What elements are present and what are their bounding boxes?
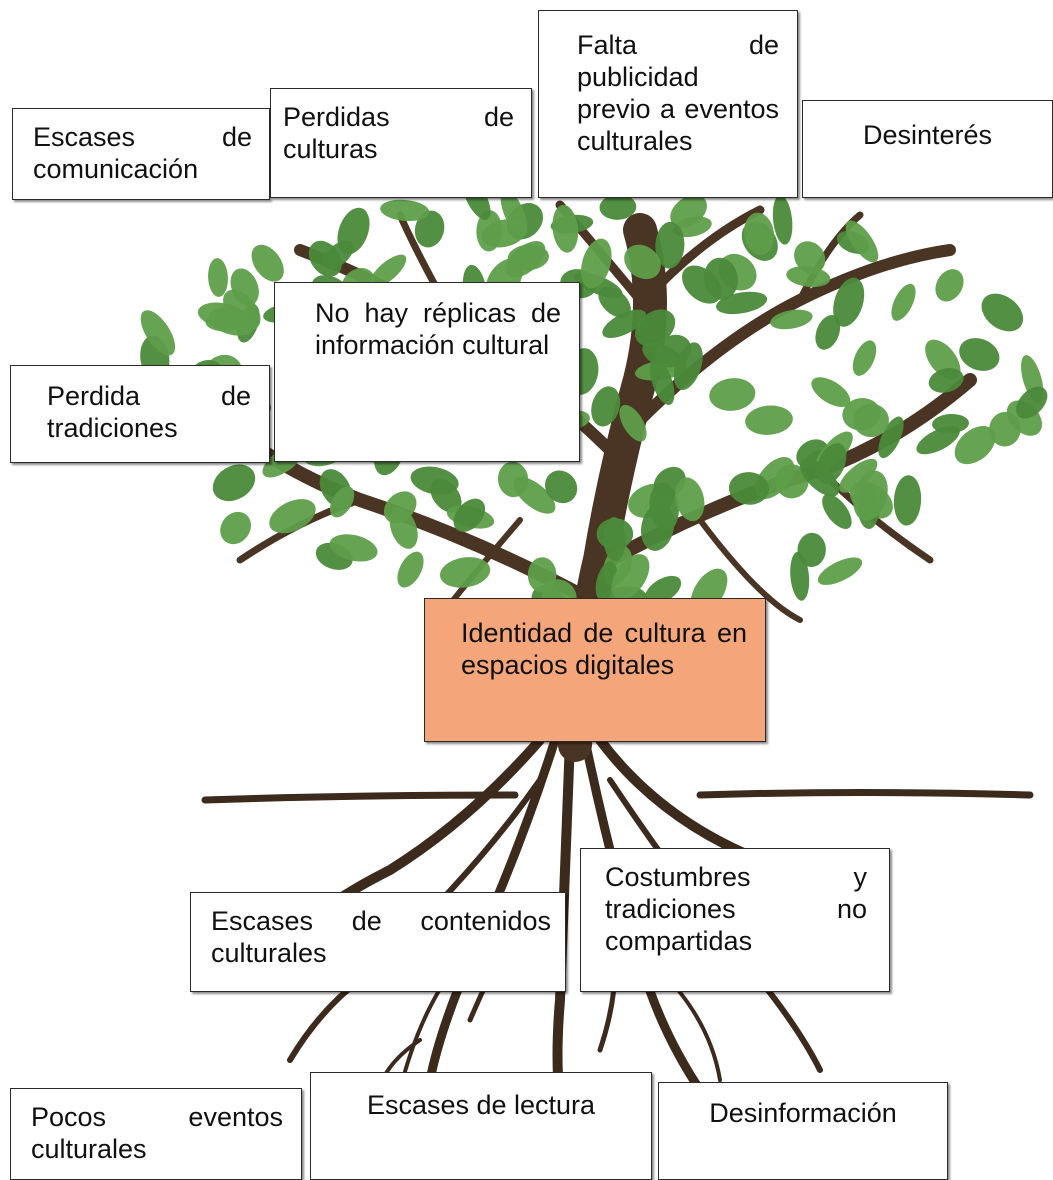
leaf xyxy=(839,458,878,493)
leaf xyxy=(981,293,1024,332)
root-box-escases-lectura: Escases de lectura xyxy=(310,1072,652,1180)
leaf xyxy=(220,511,251,545)
leaf xyxy=(230,268,259,306)
leaf xyxy=(329,486,355,518)
root-label: Costumbres y tradiciones no compartidas xyxy=(605,862,867,956)
leaf xyxy=(337,207,370,255)
leaf xyxy=(440,557,491,588)
leaf xyxy=(380,199,430,222)
leaf xyxy=(811,377,851,407)
leaf xyxy=(591,386,621,427)
leaf xyxy=(772,195,793,245)
leaf xyxy=(674,477,705,522)
root-label: Escases de lectura xyxy=(366,1090,596,1120)
leaf xyxy=(842,398,881,431)
leaf xyxy=(670,194,707,228)
leaf xyxy=(655,221,685,269)
leaf xyxy=(916,426,960,455)
leaf xyxy=(815,315,841,350)
leaf xyxy=(581,238,612,289)
leaf xyxy=(935,269,964,302)
leaf xyxy=(816,443,847,485)
branch-label: Perdidas de culturas xyxy=(283,102,514,164)
leaf xyxy=(624,244,661,280)
leaf xyxy=(410,466,459,495)
leaf xyxy=(790,551,810,601)
leaf xyxy=(794,241,826,274)
root-label: Escases de contenidos culturales xyxy=(211,906,551,968)
leaf xyxy=(649,482,679,532)
leaf xyxy=(599,194,637,220)
root-box-desinformacion: Desinformación xyxy=(658,1082,948,1180)
leaf xyxy=(369,254,407,288)
leaf xyxy=(506,241,546,278)
leaf xyxy=(1016,386,1048,419)
leaf xyxy=(497,461,529,498)
leaf xyxy=(728,472,770,505)
leaf xyxy=(383,491,417,524)
branch-box-falta-publicidad: Falta de publicidad previo a eventos cul… xyxy=(538,10,798,198)
leaf xyxy=(635,309,676,347)
root-box-pocos-eventos: Pocos eventos culturales xyxy=(10,1088,302,1180)
leaf xyxy=(269,499,316,534)
leaf xyxy=(414,210,445,248)
branch-box-no-replicas: No hay réplicas de información cultural xyxy=(274,282,580,462)
leaf xyxy=(649,358,675,406)
leaf xyxy=(853,470,888,521)
leaf xyxy=(817,557,863,585)
leaf xyxy=(928,368,964,393)
leaf xyxy=(545,470,578,504)
leaf xyxy=(603,517,626,562)
leaf xyxy=(893,475,922,526)
leaf xyxy=(852,340,877,376)
leaf xyxy=(989,411,1021,447)
leaf xyxy=(833,277,865,327)
leaf xyxy=(770,309,813,330)
leaf xyxy=(329,534,378,562)
leaf xyxy=(745,405,793,435)
branch-box-perdida-tradiciones: Perdida de tradiciones xyxy=(10,365,270,463)
leaf xyxy=(774,464,809,499)
leaf xyxy=(744,212,775,256)
branch-label: Perdida de tradiciones xyxy=(47,381,251,443)
leaf xyxy=(959,338,1000,371)
leaf xyxy=(552,204,579,253)
root-box-costumbres: Costumbres y tradiciones no compartidas xyxy=(580,848,890,992)
branch-label: Desinterés xyxy=(862,120,993,150)
leaf xyxy=(140,310,176,356)
leaf xyxy=(954,426,996,465)
leaf xyxy=(212,464,256,502)
trunk-label: Identidad de cultura en espacios digital… xyxy=(461,618,747,680)
leaf xyxy=(673,342,703,391)
root-label: Desinformación xyxy=(709,1098,897,1128)
leaf xyxy=(878,416,904,459)
leaf xyxy=(891,283,916,321)
leaf xyxy=(500,189,528,237)
root-box-escases-contenidos: Escases de contenidos culturales xyxy=(190,892,566,992)
leaf xyxy=(208,258,228,297)
leaf xyxy=(822,494,852,529)
leaf xyxy=(644,575,682,605)
leaf xyxy=(611,554,650,601)
trunk-box-identidad: Identidad de cultura en espacios digital… xyxy=(424,598,766,742)
leaf xyxy=(703,257,738,300)
branch-label: Escases de comunicación xyxy=(33,122,252,184)
leaf xyxy=(251,244,284,282)
branch-label: No hay réplicas de información cultural xyxy=(315,298,561,360)
branch-box-desinteres: Desinterés xyxy=(802,100,1053,198)
leaf xyxy=(709,378,756,411)
leaf xyxy=(453,498,486,532)
branch-box-escases-comunicacion: Escases de comunicación xyxy=(12,108,270,200)
leaf xyxy=(602,309,647,338)
leaf xyxy=(845,220,879,263)
root-label: Pocos eventos culturales xyxy=(31,1102,283,1164)
branch-box-perdidas-culturas: Perdidas de culturas xyxy=(270,88,532,198)
leaf xyxy=(527,557,557,593)
leaf xyxy=(397,551,424,588)
leaf xyxy=(619,404,647,442)
branch-label: Falta de publicidad previo a eventos cul… xyxy=(577,30,779,156)
